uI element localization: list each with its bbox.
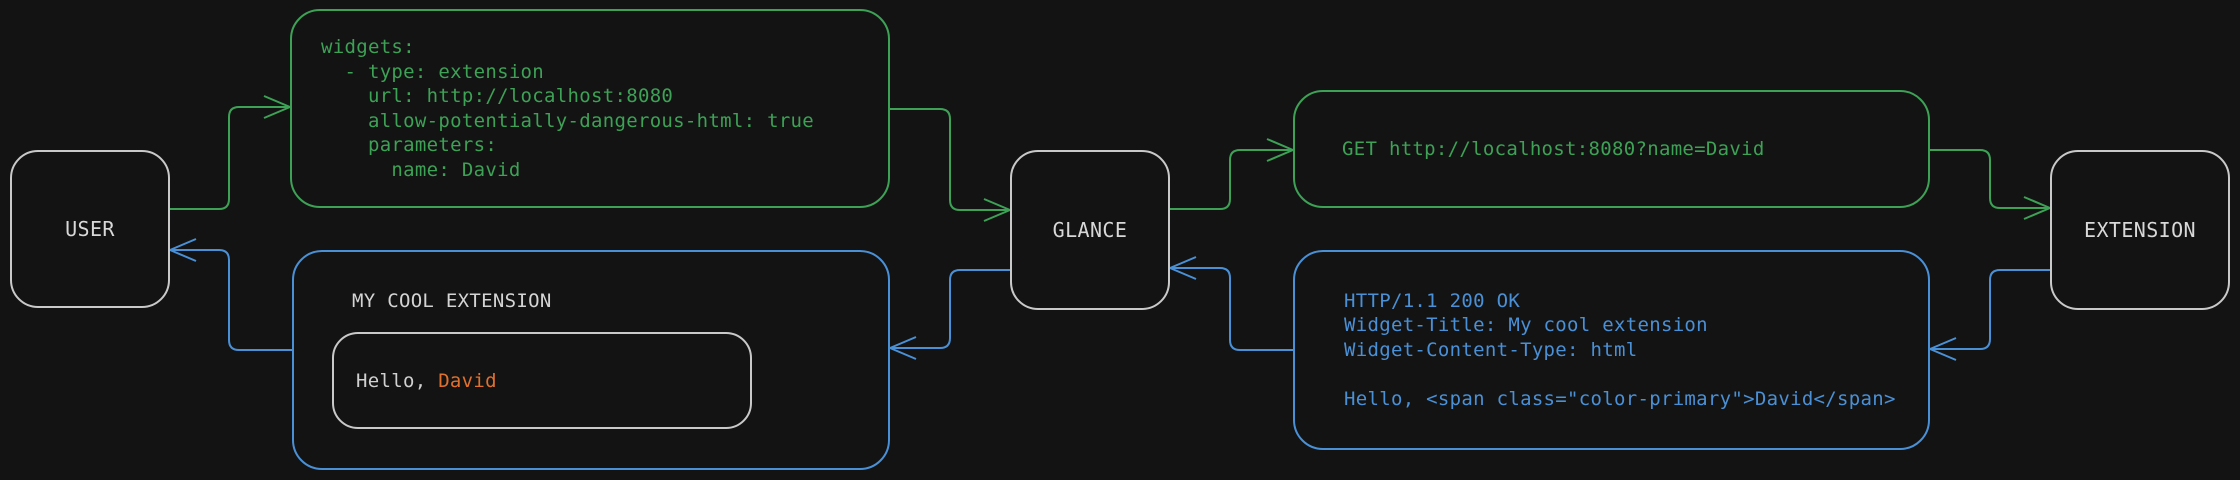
get-request-code: GET http://localhost:8080?name=David	[1342, 137, 1765, 160]
http-response-box: HTTP/1.1 200 OK Widget-Title: My cool ex…	[1293, 250, 1930, 450]
arrowhead-glance-to-widget	[889, 336, 917, 360]
node-extension-label: EXTENSION	[2084, 218, 2196, 242]
arrow-user-to-config	[170, 106, 288, 210]
greeting-prefix: Hello,	[356, 369, 439, 392]
arrow-extension-to-http	[1932, 269, 2050, 350]
http-response-code: HTTP/1.1 200 OK Widget-Title: My cool ex…	[1344, 289, 1896, 410]
node-glance-label: GLANCE	[1052, 218, 1128, 242]
arrowhead-config-to-glance	[983, 198, 1011, 222]
rendered-widget-title: MY COOL EXTENSION	[352, 290, 552, 312]
arrow-widget-to-user	[172, 249, 292, 351]
arrowhead-get-to-extension	[2023, 196, 2051, 220]
arrowhead-extension-to-http	[1929, 337, 1957, 361]
arrow-glance-to-widget	[892, 269, 1010, 349]
arrowhead-glance-to-get	[1266, 138, 1294, 162]
arrow-config-to-glance	[890, 108, 1008, 211]
node-glance: GLANCE	[1010, 150, 1170, 310]
config-yaml-code: widgets: - type: extension url: http://l…	[321, 36, 815, 181]
arrowhead-user-to-config	[263, 95, 291, 119]
greeting-name: David	[438, 369, 497, 392]
arrowhead-widget-to-user	[169, 238, 197, 262]
node-extension: EXTENSION	[2050, 150, 2230, 310]
rendered-widget-inner-box: Hello, David	[332, 332, 752, 429]
arrow-glance-to-get	[1170, 149, 1291, 210]
arrow-http-to-glance	[1172, 267, 1293, 351]
node-user: USER	[10, 150, 170, 308]
get-request-box: GET http://localhost:8080?name=David	[1293, 90, 1930, 208]
arrowhead-http-to-glance	[1169, 256, 1197, 280]
node-user-label: USER	[65, 217, 115, 241]
rendered-widget-box: MY COOL EXTENSION Hello, David	[292, 250, 890, 470]
arrow-get-to-extension	[1930, 149, 2048, 209]
config-yaml-box: widgets: - type: extension url: http://l…	[290, 9, 890, 208]
